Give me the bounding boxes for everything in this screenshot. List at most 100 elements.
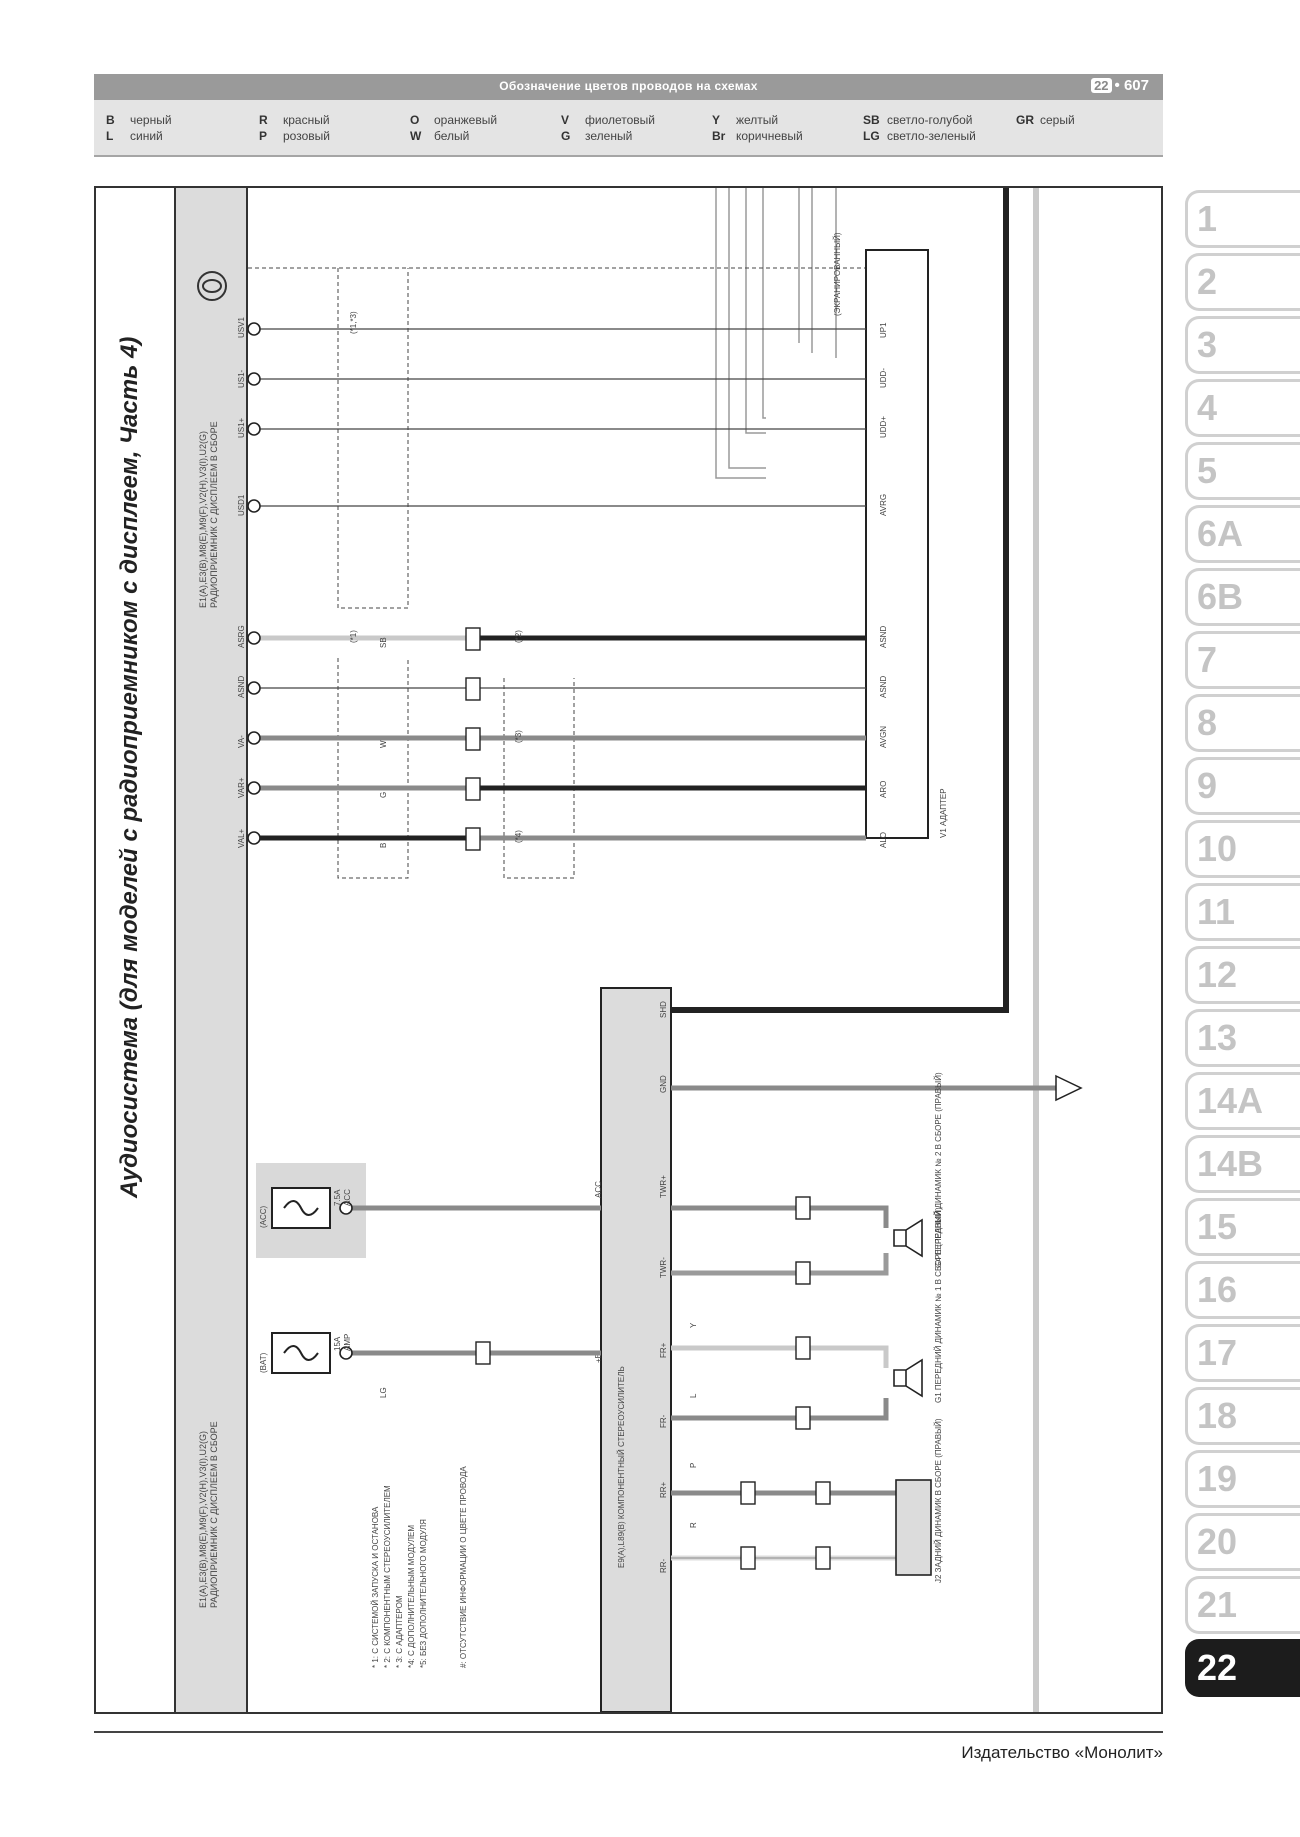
tab-chapter[interactable]: 6A: [1185, 505, 1300, 563]
svg-text:Y: Y: [689, 1322, 698, 1328]
publisher-name: Издательство «Монолит»: [961, 1743, 1163, 1762]
svg-text:* 2: С КОМПОНЕНТНЫМ СТЕРЕОУСИЛ: * 2: С КОМПОНЕНТНЫМ СТЕРЕОУСИЛИТЕЛЕМ: [383, 1485, 392, 1668]
wire-code-labels: SB W G B LG L Y P R: [379, 637, 698, 1528]
svg-text:SB: SB: [379, 637, 388, 648]
svg-text:(ACC): (ACC): [259, 1205, 268, 1228]
tab-chapter[interactable]: 11: [1185, 883, 1300, 941]
svg-text:UP1: UP1: [879, 322, 888, 338]
footnotes: * 1: С СИСТЕМОЙ ЗАПУСКА И ОСТАНОВА * 2: …: [371, 1466, 468, 1668]
svg-text:G: G: [379, 792, 388, 798]
tab-chapter[interactable]: 19: [1185, 1450, 1300, 1508]
tab-chapter[interactable]: 10: [1185, 820, 1300, 878]
tab-chapter[interactable]: 18: [1185, 1387, 1300, 1445]
tab-chapter-active[interactable]: 22: [1185, 1639, 1300, 1697]
svg-text:TWR-: TWR-: [659, 1257, 668, 1278]
tab-chapter[interactable]: 13: [1185, 1009, 1300, 1067]
svg-text:LG: LG: [379, 1387, 388, 1398]
svg-text:* 1: С СИСТЕМОЙ ЗАПУСКА И ОСТА: * 1: С СИСТЕМОЙ ЗАПУСКА И ОСТАНОВА: [371, 1506, 380, 1668]
header-bar: Обозначение цветов проводов на схемах 22…: [94, 74, 1163, 100]
tab-chapter[interactable]: 6B: [1185, 568, 1300, 626]
svg-text:ASND: ASND: [879, 676, 888, 698]
svg-text:(*1): (*1): [349, 630, 358, 643]
radio-pin-labels: USV1 US1- US1+ USD1 ASRG ASND VA- VAR+ V…: [237, 317, 246, 848]
tab-chapter[interactable]: 15: [1185, 1198, 1300, 1256]
svg-text:* 3: С АДАПТЕРОМ: * 3: С АДАПТЕРОМ: [395, 1595, 404, 1668]
radio-unit-strip: E1(A),E3(B),M8(E),M9(F),V2(H),V3(I),U2(G…: [176, 188, 248, 1712]
radio-pin-circles: [247, 322, 261, 845]
rear-speaker-box: [895, 1479, 932, 1576]
tab-chapter[interactable]: 12: [1185, 946, 1300, 1004]
svg-text:W: W: [379, 740, 388, 748]
svg-text:J2 ЗАДНИЙ ДИНАМИК В СБОРЕ (ПРА: J2 ЗАДНИЙ ДИНАМИК В СБОРЕ (ПРАВЫЙ): [934, 1418, 943, 1583]
page-number: 22• 607: [1091, 77, 1149, 94]
svg-text:15A: 15A: [333, 1336, 342, 1351]
adapter-label: V1 АДАПТЕР: [939, 788, 948, 838]
tab-chapter[interactable]: 14B: [1185, 1135, 1300, 1193]
svg-text:ACC: ACC: [594, 1181, 603, 1198]
tab-chapter[interactable]: 7: [1185, 631, 1300, 689]
svg-text:USD1: USD1: [237, 494, 246, 516]
adapter-pin-labels: UP1 UDD- UDD+ AVRG ASND ASND AVGN ARO AL…: [879, 322, 888, 848]
svg-text:7.5A: 7.5A: [333, 1189, 342, 1206]
tab-chapter[interactable]: 2: [1185, 253, 1300, 311]
tab-chapter[interactable]: 17: [1185, 1324, 1300, 1382]
amplifier-pin-labels: SHD GND ACC TWR+ TWR- FR+ FR- RR+ RR- +B: [594, 1001, 668, 1573]
shield-trunk-wire: [671, 188, 1009, 1013]
svg-text:(*4): (*4): [514, 830, 523, 843]
tab-chapter[interactable]: 20: [1185, 1513, 1300, 1571]
svg-text:ASND: ASND: [879, 626, 888, 648]
tab-chapter[interactable]: 21: [1185, 1576, 1300, 1634]
svg-text:RR-: RR-: [659, 1558, 668, 1573]
speaker-connectors: [740, 1196, 831, 1570]
svg-text:USV1: USV1: [237, 317, 246, 338]
svg-text:TWR+: TWR+: [659, 1175, 668, 1198]
ground-symbol-icon: [1055, 1074, 1083, 1102]
wiring-diagram: (ЭКРАНИРОВАННЫЙ) V1 АДАПТЕР: [237, 188, 1083, 1712]
svg-text:+B: +B: [594, 1353, 603, 1363]
adapter-input-wires: [715, 188, 837, 479]
speaker-icon: [893, 1218, 923, 1398]
svg-text:G1 ПЕРЕДНИЙ ДИНАМИК № 1 В СБОР: G1 ПЕРЕДНИЙ ДИНАМИК № 1 В СБОРЕ (ПРАВЫЙ): [934, 1207, 943, 1403]
tab-chapter[interactable]: 16: [1185, 1261, 1300, 1319]
tab-chapter[interactable]: 1: [1185, 190, 1300, 248]
svg-text:ARO: ARO: [879, 781, 888, 798]
chapter-badge: 22: [1091, 78, 1112, 93]
svg-text:(*2): (*2): [514, 630, 523, 643]
audio-lines: [248, 635, 866, 841]
svg-text:R: R: [689, 1522, 698, 1528]
svg-text:ACC: ACC: [343, 1189, 352, 1206]
tab-chapter[interactable]: 8: [1185, 694, 1300, 752]
svg-text:UDD-: UDD-: [879, 368, 888, 388]
svg-text:*4: С ДОПОЛНИТЕЛЬНЫМ МОДУЛЕМ: *4: С ДОПОЛНИТЕЛЬНЫМ МОДУЛЕМ: [407, 1525, 416, 1668]
svg-text:VAR+: VAR+: [237, 777, 246, 798]
svg-text:FR-: FR-: [659, 1414, 668, 1428]
svg-text:P: P: [689, 1463, 698, 1468]
tab-chapter[interactable]: 5: [1185, 442, 1300, 500]
svg-text:VAL+: VAL+: [237, 828, 246, 848]
svg-text:G4 ПЕРЕДНИЙ ДИНАМИК № 2 В СБОР: G4 ПЕРЕДНИЙ ДИНАМИК № 2 В СБОРЕ (ПРАВЫЙ): [934, 1072, 943, 1268]
svg-text:FR+: FR+: [659, 1342, 668, 1358]
svg-text:#: ОТСУТСТВИЕ ИНФОРМАЦИИ О ЦВЕ: #: ОТСУТСТВИЕ ИНФОРМАЦИИ О ЦВЕТЕ ПРОВОДА: [459, 1466, 468, 1668]
tab-chapter[interactable]: 3: [1185, 316, 1300, 374]
svg-text:UDD+: UDD+: [879, 416, 888, 438]
svg-text:(BAT): (BAT): [259, 1352, 268, 1373]
amplifier-label: E9(A),L89(B) КОМПОНЕНТНЫЙ СТЕРЕОУСИЛИТЕЛ…: [617, 1366, 626, 1568]
tab-chapter[interactable]: 4: [1185, 379, 1300, 437]
inline-connectors: [465, 627, 481, 851]
tab-chapter[interactable]: 14A: [1185, 1072, 1300, 1130]
header-title: Обозначение цветов проводов на схемах: [499, 79, 758, 93]
svg-text:L: L: [689, 1393, 698, 1398]
amplifier-box: [600, 987, 672, 1712]
tab-chapter[interactable]: 9: [1185, 757, 1300, 815]
fuse-amp: [271, 1332, 331, 1374]
svg-text:(*3): (*3): [514, 730, 523, 743]
svg-text:AVRG: AVRG: [879, 494, 888, 516]
